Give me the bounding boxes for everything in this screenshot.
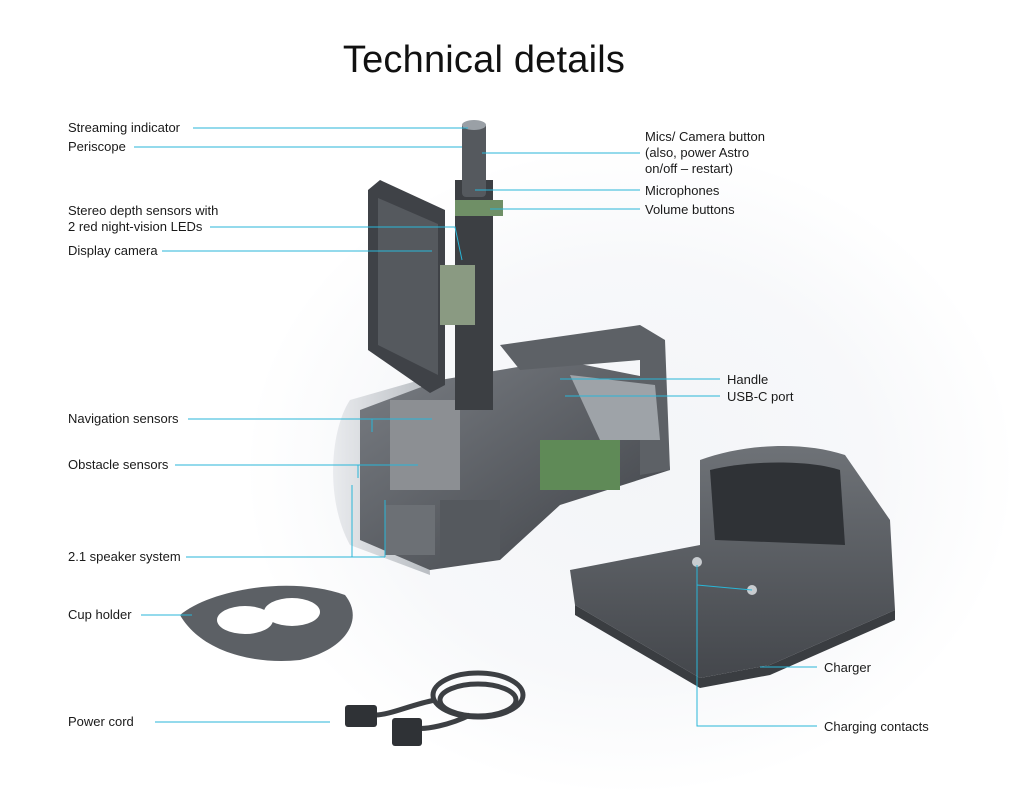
leader-lines <box>134 127 817 727</box>
power-cord-plug-wall <box>392 718 422 746</box>
label-display-camera: Display camera <box>68 243 158 258</box>
label-speaker-system: 2.1 speaker system <box>68 549 181 564</box>
robot-handle <box>570 375 660 440</box>
label-power-cord: Power cord <box>68 714 134 729</box>
label-mics-line1: Mics/ Camera button <box>645 129 765 144</box>
leader-charging-contacts-branch <box>696 584 753 591</box>
robot-speaker-housing <box>440 500 500 560</box>
power-cord-plug-iec <box>345 705 377 727</box>
label-navigation-sensors: Navigation sensors <box>68 411 179 426</box>
robot-circuit-board <box>540 440 620 490</box>
robot-display-panel <box>378 198 438 375</box>
page-title: Technical details <box>342 39 626 82</box>
label-stereo-depth-line1: Stereo depth sensors with <box>68 203 219 218</box>
label-volume-buttons: Volume buttons <box>645 202 735 217</box>
label-charging-contacts: Charging contacts <box>824 719 929 734</box>
label-usb-c-port: USB-C port <box>727 389 794 404</box>
charger-dock <box>570 445 895 688</box>
label-charger: Charger <box>824 660 871 675</box>
label-cup-holder: Cup holder <box>68 607 132 622</box>
label-handle: Handle <box>727 372 769 387</box>
robot-periscope <box>462 122 486 197</box>
label-periscope: Periscope <box>68 139 126 154</box>
robot-internal-parts <box>390 400 460 490</box>
label-stereo-depth-line2: 2 red night-vision LEDs <box>68 219 203 234</box>
label-streaming-indicator: Streaming indicator <box>68 120 180 135</box>
robot-top-board <box>455 200 503 216</box>
robot-rear-tray <box>500 325 670 475</box>
robot-speaker-block <box>385 505 435 555</box>
charging-contact-left <box>692 557 702 567</box>
label-mics-line2: (also, power Astro <box>645 145 750 160</box>
cup-holder <box>180 585 353 661</box>
astro-robot-cutaway <box>333 120 670 575</box>
label-mics-line3: on/off – restart) <box>645 161 733 176</box>
robot-display-board <box>440 265 475 325</box>
leader-charging-contacts <box>696 565 817 727</box>
label-obstacle-sensors: Obstacle sensors <box>68 457 169 472</box>
leader-stereo-depth-branch <box>425 226 463 261</box>
label-microphones: Microphones <box>645 183 720 198</box>
